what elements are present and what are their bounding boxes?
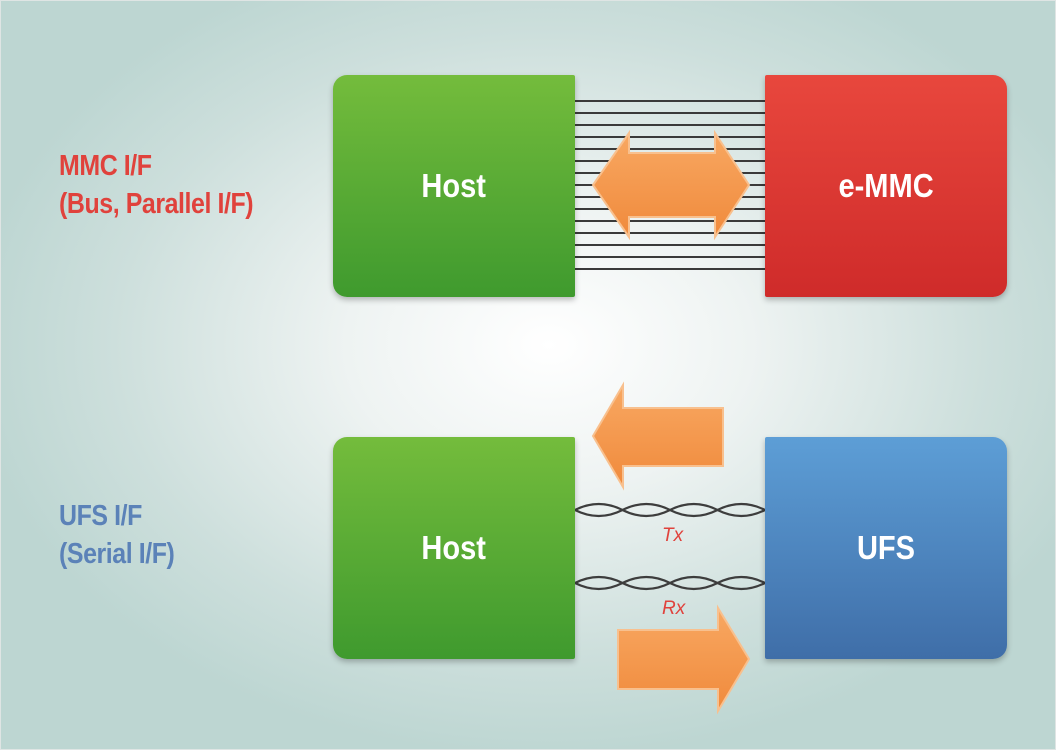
rx-label: Rx: [662, 598, 686, 619]
ufs-device-box: UFS: [765, 437, 1007, 659]
emmc-device-box: e-MMC: [765, 75, 1007, 297]
ufs-host-label: Host: [421, 529, 487, 566]
mmc-host-box: Host: [333, 75, 575, 297]
ufs-interface-label: UFS I/F (Serial I/F): [59, 497, 175, 573]
ufs-device-label: UFS: [856, 529, 916, 566]
right-arrow-icon: [617, 604, 751, 715]
mmc-label-line1: MMC I/F: [59, 150, 152, 182]
left-arrow-icon: [591, 381, 724, 491]
double-headed-arrow-icon: [591, 129, 751, 241]
mmc-label-line2: (Bus, Parallel I/F): [59, 188, 254, 220]
mmc-host-label: Host: [421, 167, 487, 204]
tx-label: Tx: [662, 525, 684, 546]
ufs-host-box: Host: [333, 437, 575, 659]
tx-twisted-pair: [574, 502, 766, 518]
mmc-interface-label: MMC I/F (Bus, Parallel I/F): [59, 147, 254, 223]
emmc-device-label: e-MMC: [838, 167, 934, 204]
ufs-label-line1: UFS I/F: [59, 500, 142, 532]
ufs-label-line2: (Serial I/F): [59, 538, 175, 570]
rx-twisted-pair: [574, 575, 766, 591]
